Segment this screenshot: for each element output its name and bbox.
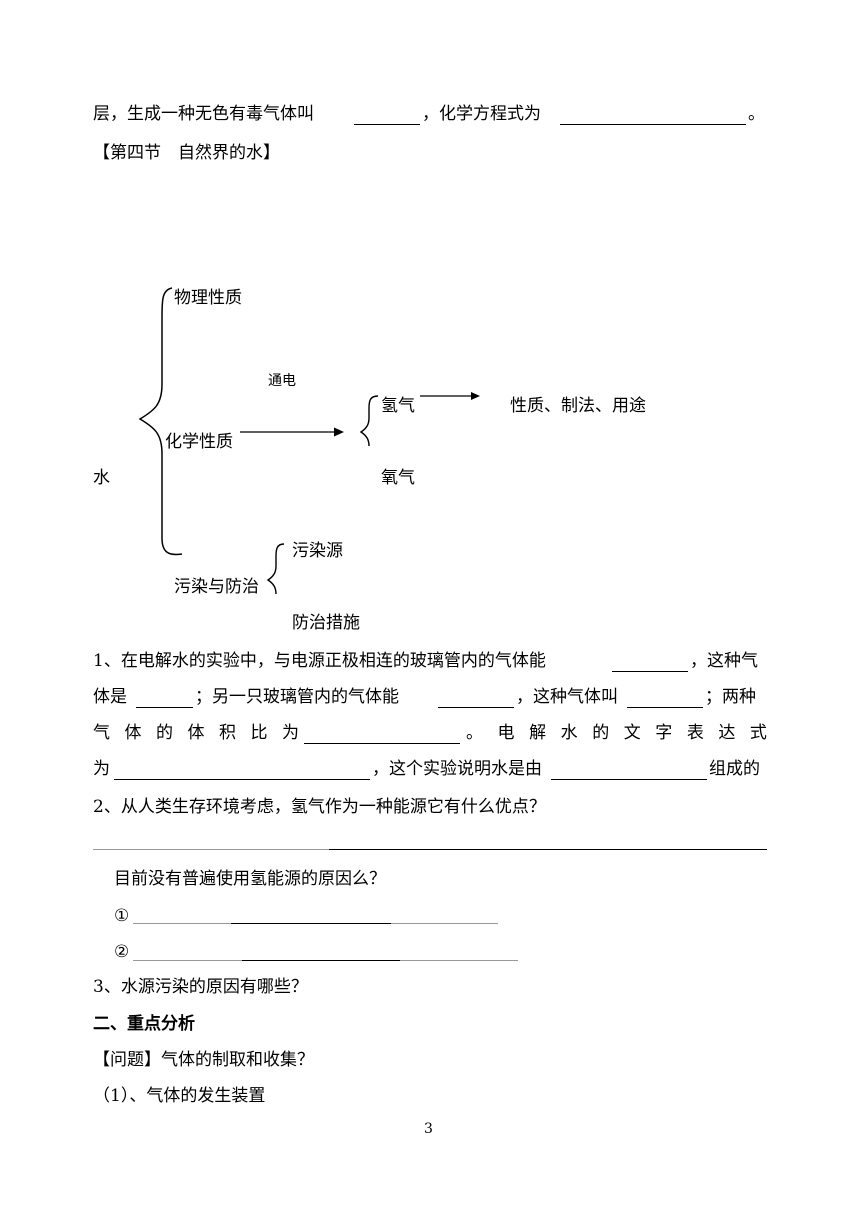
problem-line: 【问题】气体的制取和收集？ [93, 1049, 314, 1071]
blank-positive-gas-ability[interactable] [612, 671, 688, 672]
q2-item2-line-thin-a[interactable] [133, 960, 242, 961]
subsection-gas-generator: （1）、气体的发生装置 [93, 1086, 266, 1106]
label-electrolysis: 通电 [268, 373, 296, 389]
blank-gas-name[interactable] [354, 124, 420, 125]
label-prevention-measures: 防治措施 [292, 613, 360, 633]
q2-subquestion: 目前没有普遍使用氢能源的原因么？ [114, 869, 386, 889]
label-oxygen: 氧气 [381, 468, 415, 488]
blank-word-equation[interactable] [114, 779, 370, 780]
q1-line2-part-d: ；两种 [705, 687, 756, 707]
q1-line1-text: 1、在电解水的实验中，与电源正极相连的玻璃管内的气体能 [93, 651, 546, 671]
big-brace [138, 287, 183, 556]
label-water-root: 水 [93, 468, 110, 488]
top-line-part-c: 。 [748, 104, 765, 124]
q1-line4-part-b: ，这个实验说明水是由 [372, 759, 542, 779]
blank-negative-gas-name[interactable] [627, 707, 703, 708]
q2-item2-line[interactable] [242, 960, 400, 961]
label-pollution-source: 污染源 [292, 541, 343, 561]
top-line-part-b: ，化学方程式为 [422, 104, 541, 124]
problem-tag: 【问题】 [93, 1050, 161, 1070]
q1-line4-part-c: 组成的 [709, 759, 760, 779]
small-brace-pollution [266, 543, 285, 595]
blank-volume-ratio[interactable] [304, 743, 460, 744]
q2-item2-line-thin-b[interactable] [400, 960, 518, 961]
q1-line2-part-c: ，这种气体叫 [516, 687, 618, 707]
section-heading-water: 【第四节 自然界的水】 [93, 143, 280, 163]
q2-answer-line[interactable] [329, 849, 767, 850]
arrow-electrolysis-head [334, 427, 344, 437]
q1-line3-tail: 。电解水的文字表达式 [466, 723, 767, 743]
q2-item1-line-thin-a[interactable] [133, 923, 231, 924]
page-number: 3 [424, 1121, 433, 1137]
q2-item1-line[interactable] [231, 923, 391, 924]
top-line-part-a: 层，生成一种无色有毒气体叫 [93, 104, 314, 124]
q3-question: 3、水源污染的原因有哪些？ [93, 977, 308, 997]
q2-item1-line-thin-b[interactable] [391, 923, 498, 924]
label-physical-properties: 物理性质 [174, 288, 242, 308]
blank-positive-gas-name[interactable] [136, 707, 193, 708]
label-pollution-prevention: 污染与防治 [174, 577, 259, 597]
q1-line1-tail: ，这种气 [690, 651, 758, 671]
q2-answer-line-thin[interactable] [93, 849, 329, 850]
q1-line2-part-b: ；另一只玻璃管内的气体能 [195, 687, 399, 707]
q2-question: 2、从人类生存环境考虑，氢气作为一种能源它有什么优点？ [93, 797, 546, 817]
blank-negative-gas-ability[interactable] [438, 707, 514, 708]
q2-item2-marker: ② [114, 942, 130, 962]
q1-line3-lead: 气体的体积比为 [93, 723, 299, 743]
blank-water-composition[interactable] [551, 779, 707, 780]
arrow-hydrogen-head [471, 392, 480, 400]
label-hydrogen-properties: 性质、制法、用途 [510, 396, 646, 416]
blank-chemical-equation[interactable] [560, 124, 746, 125]
label-chemical-properties: 化学性质 [165, 432, 233, 452]
q2-item1-marker: ① [114, 906, 130, 926]
section-key-analysis: 二、重点分析 [93, 1014, 195, 1034]
small-brace-gases [359, 395, 379, 447]
label-hydrogen: 氢气 [381, 396, 415, 416]
q1-line4-part-a: 为 [93, 759, 110, 779]
q1-line2-part-a: 体是 [93, 687, 127, 707]
problem-text: 气体的制取和收集？ [161, 1050, 314, 1070]
